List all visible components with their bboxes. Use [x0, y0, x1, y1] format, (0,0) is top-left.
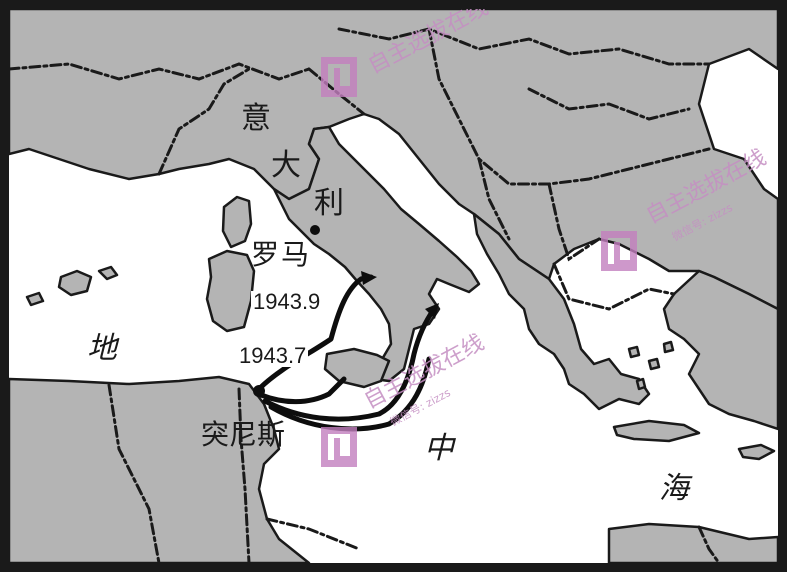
route-arrowhead [361, 271, 377, 285]
land-sicily [323, 347, 391, 389]
land-cyprus [737, 443, 776, 461]
label-italy-char-2: 大 [271, 148, 301, 183]
land-minorca [97, 265, 119, 281]
label-tunis: 突尼斯 [201, 418, 286, 451]
land-balkans [472, 212, 651, 411]
rome-point-marker [310, 225, 320, 235]
land-central-europe [9, 9, 778, 311]
border-line [157, 67, 251, 176]
label-italy-char-1: 意 [241, 101, 271, 136]
border-line [237, 387, 251, 563]
border-line [265, 517, 361, 551]
land-corsica [221, 195, 253, 249]
border-line [427, 27, 711, 186]
label-sea-char-1: 地 [87, 331, 117, 366]
border-line [337, 27, 711, 66]
land-anatolia [662, 269, 778, 431]
tunis-point-marker [253, 385, 265, 397]
land-africa-east [607, 522, 778, 563]
route-tunis-to-salerno [256, 274, 374, 392]
land-ibiza [25, 291, 45, 307]
route-southern-arc [262, 306, 437, 422]
route-tunis-to-sicily [258, 376, 347, 405]
watermark-logo-icon [321, 57, 357, 97]
land-north-africa [9, 375, 311, 563]
land-sardinia [205, 249, 256, 333]
land-aegean-islet [627, 345, 641, 359]
border-line [9, 62, 311, 81]
watermark-logo-icon [321, 427, 357, 467]
label-sea-char-3: 海 [659, 471, 689, 506]
land-aegean-islet [647, 357, 661, 371]
border-line [107, 383, 161, 563]
land-majorca [57, 269, 93, 297]
watermark-logo-icon [601, 231, 637, 271]
border-line [527, 87, 691, 121]
mediterranean-map [9, 9, 778, 563]
label-date-sicily: 1943.7 [237, 343, 309, 368]
border-line [552, 262, 676, 311]
land-crete [612, 419, 701, 443]
label-rome: 罗马 [251, 238, 312, 271]
border-line [547, 182, 601, 262]
label-sea-char-2: 中 [424, 431, 454, 466]
border-line [697, 525, 721, 563]
label-date-salerno: 1943.9 [251, 289, 323, 314]
route-arrowhead [425, 303, 439, 319]
label-italy-char-3: 利 [314, 186, 344, 221]
route-eastern-arc [268, 356, 432, 432]
land-aegean-islet [635, 377, 647, 391]
land-aegean-islet [662, 340, 675, 354]
border-line [477, 157, 511, 241]
